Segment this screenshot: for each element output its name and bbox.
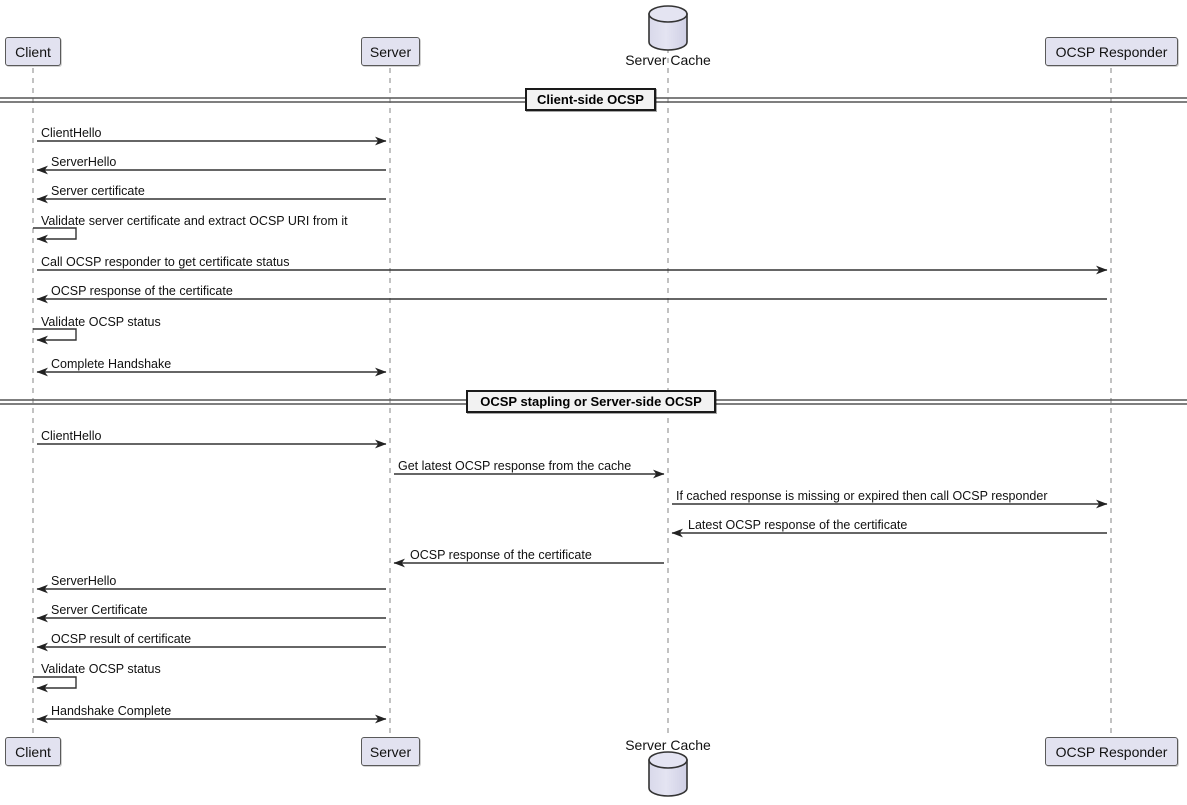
message-label-m15: Server Certificate	[51, 603, 148, 617]
message-label-m14: ServerHello	[51, 574, 117, 588]
participant-server-head[interactable]: Server	[361, 37, 420, 66]
participant-shapes-group	[648, 5, 688, 797]
participant-server-foot[interactable]: Server	[361, 737, 420, 766]
fragment-label-text: OCSP stapling or Server-side OCSP	[480, 394, 702, 409]
message-m4[interactable]	[33, 227, 77, 244]
message-m7[interactable]	[33, 328, 77, 345]
fragment-label-frag-stapling[interactable]: OCSP stapling or Server-side OCSP	[466, 390, 716, 413]
db-body	[648, 13, 688, 51]
message-label-m7: Validate OCSP status	[41, 315, 161, 329]
message-label-m4: Validate server certificate and extract …	[41, 214, 348, 228]
message-label-m3: Server certificate	[51, 184, 145, 198]
message-label-m9: ClientHello	[41, 429, 102, 443]
message-label-m16: OCSP result of certificate	[51, 632, 192, 646]
self-loop-arrow	[33, 227, 77, 244]
participant-client-foot[interactable]: Client	[5, 737, 61, 766]
message-label-m13: OCSP response of the certificate	[410, 548, 592, 562]
participant-label: Client	[15, 43, 51, 60]
message-label-m17: Validate OCSP status	[41, 662, 161, 676]
participant-label: OCSP Responder	[1055, 743, 1168, 760]
participant-cache-head-label: Server Cache	[625, 52, 711, 68]
message-label-m5: Call OCSP responder to get certificate s…	[41, 255, 290, 269]
self-loop-arrow	[33, 676, 77, 693]
fragment-separators-group	[0, 97, 1187, 405]
db-shape-cache-foot[interactable]	[648, 751, 688, 797]
db-top	[648, 751, 688, 769]
lifelines-group	[32, 38, 1112, 738]
fragment-label-text: Client-side OCSP	[537, 92, 644, 107]
participant-label: Server	[369, 743, 412, 760]
participant-label: Server	[369, 43, 412, 60]
message-label-m11: If cached response is missing or expired…	[676, 489, 1048, 503]
message-label-m1: ClientHello	[41, 126, 102, 140]
message-label-m6: OCSP response of the certificate	[51, 284, 233, 298]
message-label-m12: Latest OCSP response of the certificate	[688, 518, 908, 532]
participant-responder-foot[interactable]: OCSP Responder	[1045, 737, 1178, 766]
self-loop-arrow	[33, 328, 77, 345]
message-label-m10: Get latest OCSP response from the cache	[398, 459, 632, 473]
participant-cache-foot-label: Server Cache	[625, 737, 711, 753]
participant-responder-head[interactable]: OCSP Responder	[1045, 37, 1178, 66]
participant-label: Client	[15, 743, 51, 760]
message-label-m18: Handshake Complete	[51, 704, 172, 718]
db-top	[648, 5, 688, 23]
fragment-label-frag-client-side[interactable]: Client-side OCSP	[525, 88, 656, 111]
db-body	[648, 759, 688, 797]
message-arrows-group	[33, 136, 1108, 724]
message-m17[interactable]	[33, 676, 77, 693]
message-label-m2: ServerHello	[51, 155, 117, 169]
message-label-m8: Complete Handshake	[51, 357, 172, 371]
participant-client-head[interactable]: Client	[5, 37, 61, 66]
db-shape-cache-head[interactable]	[648, 5, 688, 51]
participant-label: OCSP Responder	[1055, 43, 1168, 60]
